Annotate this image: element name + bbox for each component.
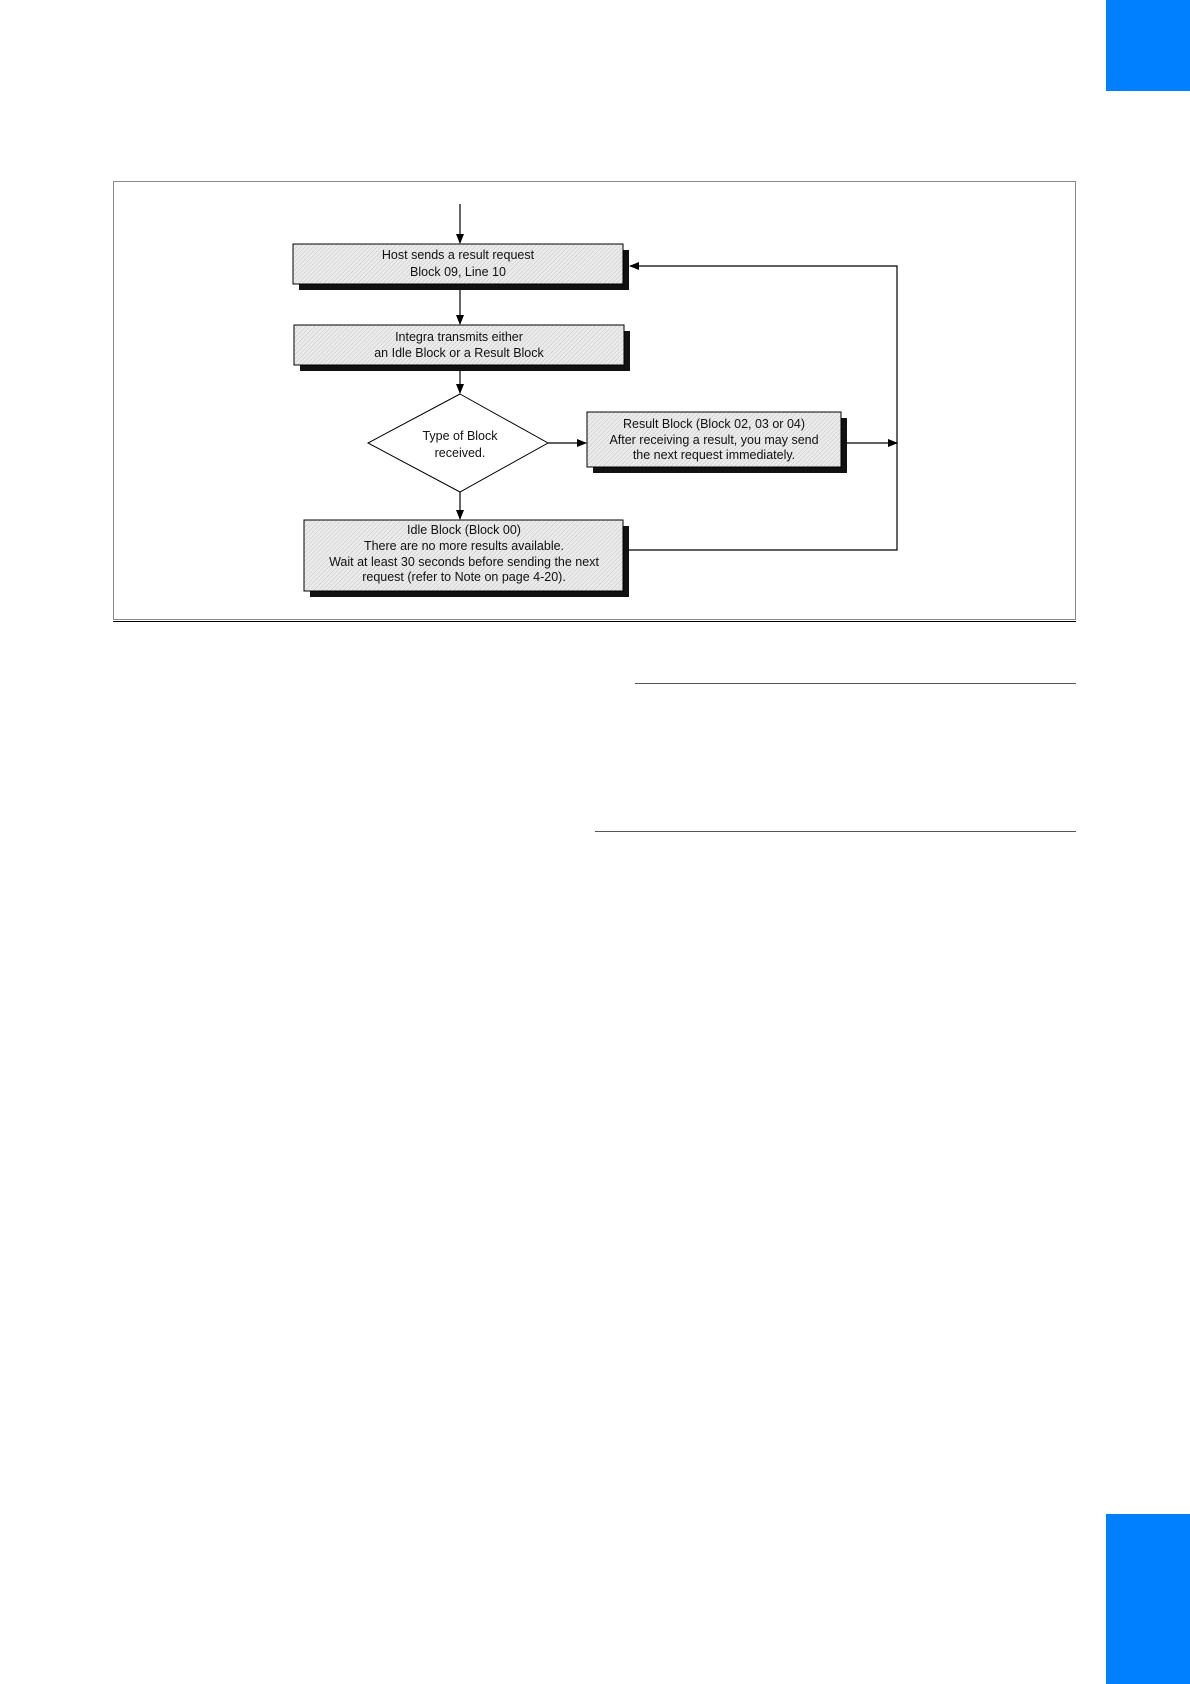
integra-transmits-line2: an Idle Block or a Result Block <box>374 346 544 360</box>
result-block-line2: After receiving a result, you may send <box>609 433 818 447</box>
note-top-rule <box>635 683 1076 684</box>
result-block-line3: the next request immediately. <box>633 448 795 462</box>
integra-transmits-line1: Integra transmits either <box>395 330 523 344</box>
integra-transmits-box: Integra transmits either an Idle Block o… <box>293 324 630 371</box>
decision-line2: received. <box>435 446 486 460</box>
bottom-side-tab <box>1106 1514 1190 1684</box>
result-block-box: Result Block (Block 02, 03 or 04) After … <box>586 411 847 473</box>
idle-block-line1: Idle Block (Block 00) <box>407 523 521 537</box>
figure-bottom-rule <box>113 621 1076 622</box>
idle-block-line3: Wait at least 30 seconds before sending … <box>329 555 599 569</box>
loop-back-arrow <box>629 262 898 443</box>
diagram-frame <box>113 181 1076 620</box>
idle-block-line2: There are no more results available. <box>364 539 564 553</box>
note-bottom-rule <box>595 831 1076 832</box>
result-block-line1: Result Block (Block 02, 03 or 04) <box>623 417 805 431</box>
decision-line1: Type of Block <box>422 429 498 443</box>
idle-block-line4: request (refer to Note on page 4-20). <box>362 570 566 584</box>
connectors <box>456 204 898 551</box>
host-request-box: Host sends a result request Block 09, Li… <box>292 243 629 290</box>
host-request-line2: Block 09, Line 10 <box>410 265 506 279</box>
host-request-line1: Host sends a result request <box>382 248 535 262</box>
idle-to-loop-line <box>627 443 898 551</box>
top-side-tab <box>1106 0 1190 91</box>
decision-diamond: Type of Block received. <box>366 393 550 493</box>
idle-block-box: Idle Block (Block 00) There are no more … <box>303 519 629 597</box>
